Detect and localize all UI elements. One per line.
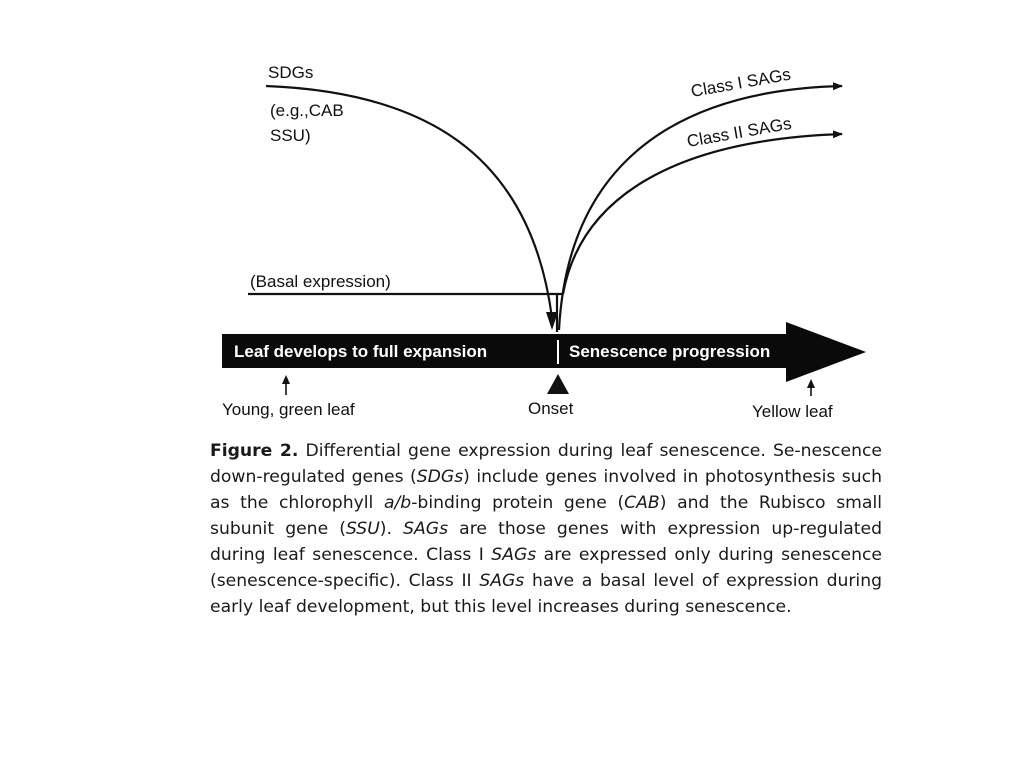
- development-arrow-bar: [222, 322, 866, 382]
- sdg-example-line2: SSU): [270, 126, 311, 145]
- onset-triangle: [547, 374, 569, 394]
- sdg-arrowhead: [546, 312, 558, 330]
- yellow-leaf-marker: [807, 379, 815, 396]
- figure-label: Figure 2.: [210, 441, 299, 461]
- young-leaf-marker: [282, 375, 290, 395]
- basal-expression-label: (Basal expression): [250, 272, 391, 291]
- class2-sags-curve: [561, 130, 843, 295]
- bar-left-text: Leaf develops to full expansion: [234, 342, 487, 361]
- sdg-example-line1: (e.g.,CAB: [270, 101, 344, 120]
- onset-label: Onset: [528, 399, 574, 418]
- figure-caption: Figure 2. Differential gene expression d…: [210, 441, 883, 617]
- bar-right-text: Senescence progression: [569, 342, 770, 361]
- sdg-curve: [265, 84, 554, 319]
- sdg-label: SDGs: [268, 63, 313, 82]
- yellow-leaf-label: Yellow leaf: [752, 402, 833, 421]
- gene-expression-diagram: Leaf develops to full expansion Senescen…: [222, 63, 866, 421]
- young-leaf-label: Young, green leaf: [222, 400, 355, 419]
- class1-sags-curve: [557, 82, 843, 331]
- class1-sags-label: Class I SAGs: [689, 65, 792, 101]
